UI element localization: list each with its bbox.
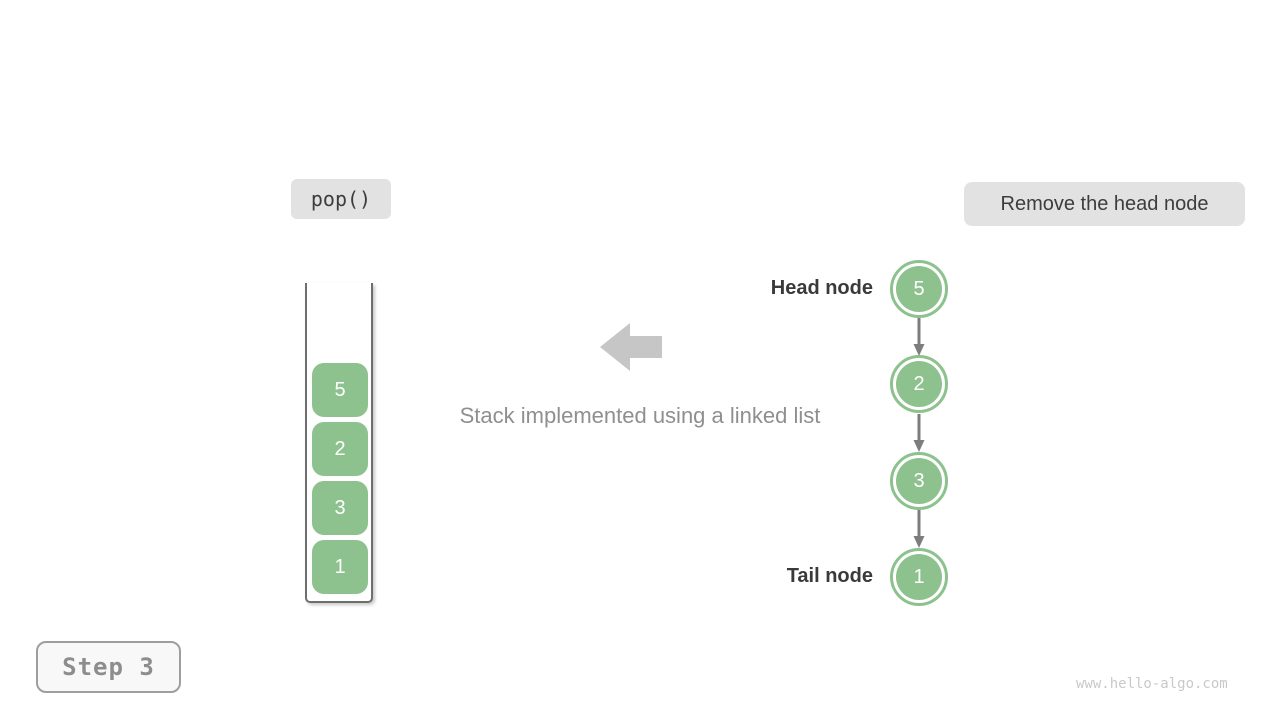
down-arrow-icon — [913, 318, 925, 356]
stack-item: 2 — [312, 422, 368, 476]
stack-item: 3 — [312, 481, 368, 535]
node-value: 3 — [896, 458, 942, 504]
down-arrow-icon — [913, 414, 925, 452]
pop-operation-label: pop() — [291, 179, 391, 219]
head-node-label: Head node — [770, 277, 873, 299]
remove-head-description-label: Remove the head node — [964, 182, 1245, 226]
stack-item: 1 — [312, 540, 368, 594]
left-block-arrow-icon — [600, 323, 662, 371]
step-indicator: Step 3 — [36, 641, 181, 693]
tail-node-label: Tail node — [786, 565, 873, 587]
linked-list-node: 2 — [890, 355, 948, 413]
stack-item: 5 — [312, 363, 368, 417]
node-value: 5 — [896, 266, 942, 312]
node-value: 1 — [896, 554, 942, 600]
down-arrow-icon — [913, 510, 925, 548]
node-value: 2 — [896, 361, 942, 407]
linked-list-node: 3 — [890, 452, 948, 510]
linked-list-node: 1 — [890, 548, 948, 606]
watermark-text: www.hello-algo.com — [1076, 676, 1228, 692]
linked-list-node: 5 — [890, 260, 948, 318]
caption-text: Stack implemented using a linked list — [459, 403, 821, 428]
